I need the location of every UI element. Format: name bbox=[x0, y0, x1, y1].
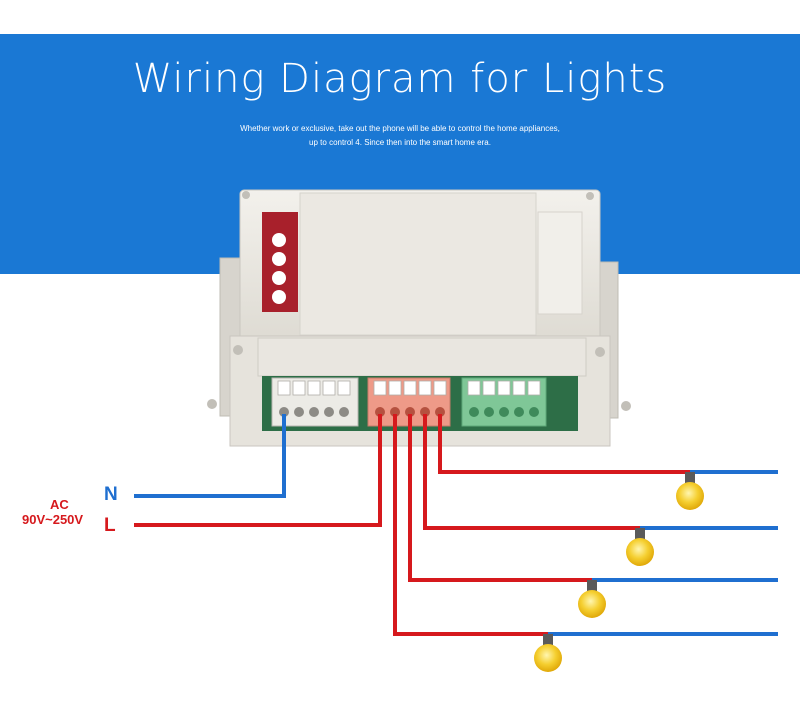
live-wire-light-4 bbox=[393, 414, 548, 636]
module-front-lip bbox=[257, 337, 587, 377]
live-wire-light-3 bbox=[408, 414, 592, 582]
subtitle-line-2: up to control 4. Since then into the sma… bbox=[309, 138, 491, 147]
relay-module bbox=[207, 189, 631, 447]
ac-voltage-range: 90V~250V bbox=[22, 512, 84, 527]
light-bulb-3 bbox=[578, 580, 606, 618]
live-terminal-label: L bbox=[104, 515, 116, 536]
module-side-window bbox=[537, 211, 583, 315]
page-title: Wiring Diagram for Lights bbox=[132, 56, 668, 102]
neutral-terminal-label: N bbox=[104, 484, 118, 505]
control-button-3 bbox=[272, 271, 286, 285]
light-bulb-1 bbox=[676, 472, 704, 510]
ac-label: AC bbox=[50, 497, 69, 512]
module-top-panel bbox=[299, 192, 537, 336]
bulb-icon bbox=[534, 644, 562, 672]
live-wire-light-1 bbox=[438, 414, 690, 474]
live-wire bbox=[134, 414, 382, 527]
control-button-2 bbox=[272, 252, 286, 266]
subtitle-line-1: Whether work or exclusive, take out the … bbox=[240, 124, 560, 133]
control-button-4 bbox=[272, 290, 286, 304]
neutral-wire bbox=[134, 414, 286, 498]
light-bulb-2 bbox=[626, 528, 654, 566]
control-button-1 bbox=[272, 233, 286, 247]
bulb-icon bbox=[626, 538, 654, 566]
bulb-icon bbox=[578, 590, 606, 618]
live-wire-light-2 bbox=[423, 414, 640, 530]
bulb-icon bbox=[676, 482, 704, 510]
light-bulb-4 bbox=[534, 634, 562, 672]
